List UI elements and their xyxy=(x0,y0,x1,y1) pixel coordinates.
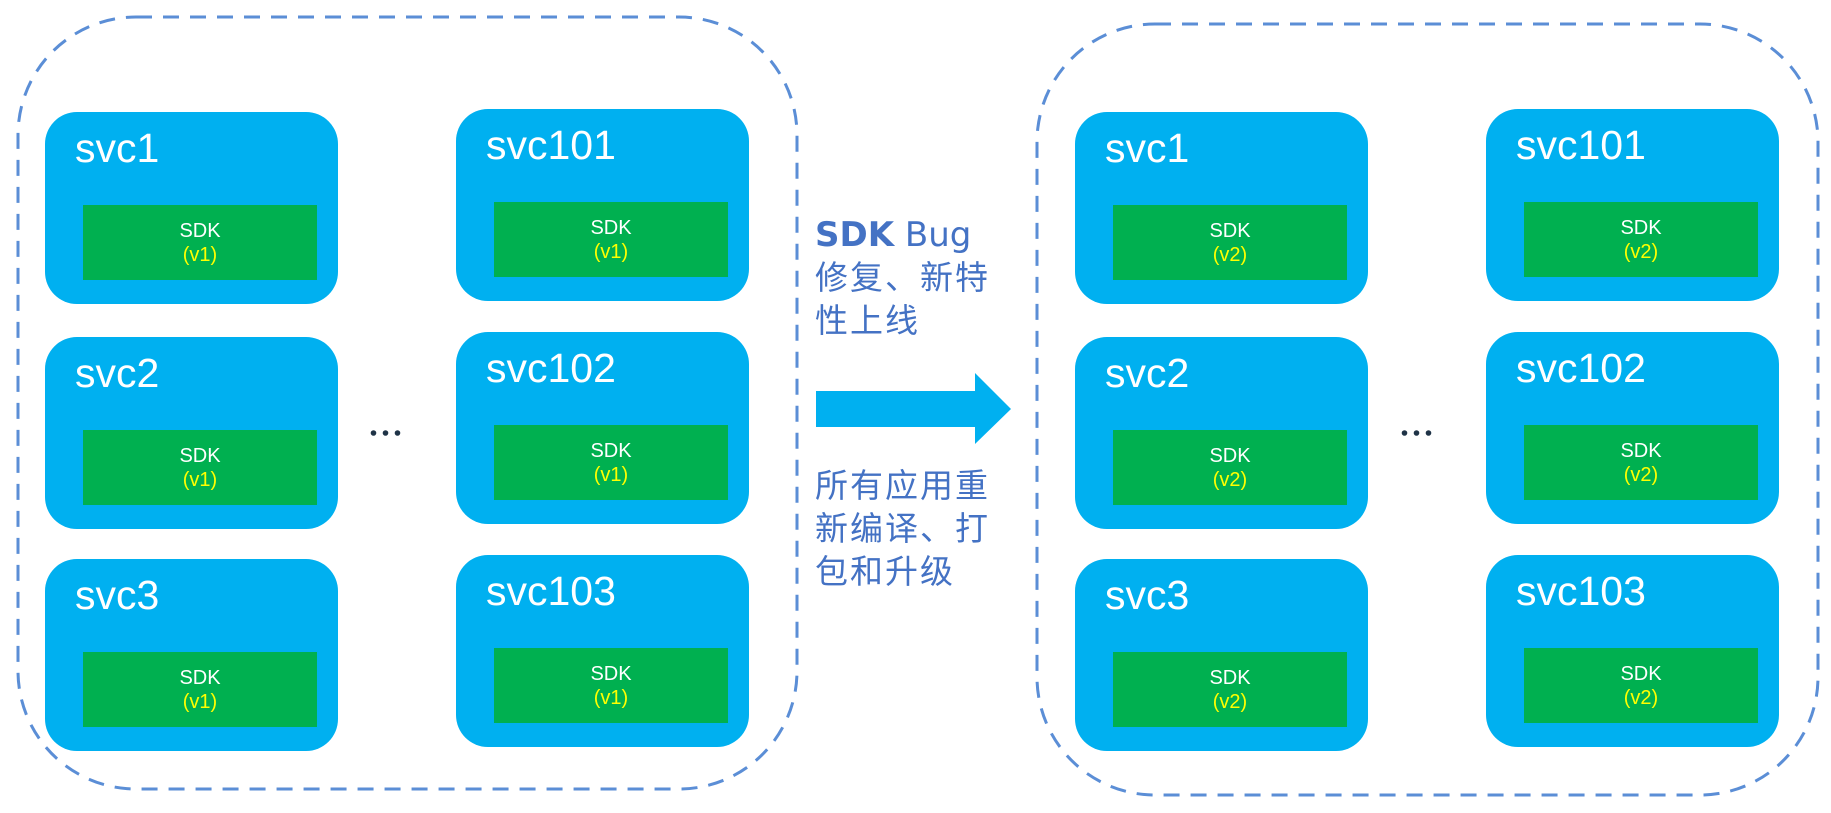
service-name: svc102 xyxy=(486,345,616,391)
sdk-label: SDK xyxy=(1620,216,1662,239)
after-container xyxy=(1035,22,1820,797)
change-title-bold: SDK xyxy=(815,215,895,255)
ellipsis-icon xyxy=(370,430,401,436)
ellipsis-icon xyxy=(1401,430,1432,436)
sdk-label: SDK xyxy=(179,666,221,689)
right-arrow-icon xyxy=(816,373,1011,444)
sdk-version: (v1) xyxy=(182,243,218,266)
sdk-box: SDK (v2) xyxy=(1524,202,1758,277)
ellipsis-before xyxy=(370,418,402,438)
sdk-label: SDK xyxy=(1620,662,1662,685)
service-name: svc101 xyxy=(1516,122,1646,168)
service-name: svc2 xyxy=(75,350,160,396)
service-box-after-svc2: svc2 SDK (v2) xyxy=(1075,337,1368,529)
sdk-box: SDK (v1) xyxy=(83,652,317,727)
sdk-version: (v2) xyxy=(1623,240,1659,263)
sdk-box: SDK (v1) xyxy=(83,430,317,505)
sdk-version: (v1) xyxy=(593,463,629,486)
sdk-box: SDK (v2) xyxy=(1113,430,1347,505)
service-box-after-svc3: svc3 SDK (v2) xyxy=(1075,559,1368,751)
change-title-regular: Bug xyxy=(894,215,972,255)
sdk-box: SDK (v2) xyxy=(1113,652,1347,727)
sdk-version: (v1) xyxy=(593,240,629,263)
sdk-label: SDK xyxy=(1620,439,1662,462)
before-container-border xyxy=(16,15,799,791)
consequence-line: 包和升级 xyxy=(815,552,955,591)
sdk-version: (v2) xyxy=(1212,468,1248,491)
service-name: svc101 xyxy=(486,122,616,168)
sdk-version: (v2) xyxy=(1623,686,1659,709)
service-box-after-svc103: svc103 SDK (v2) xyxy=(1486,555,1779,747)
service-box-before-svc103: svc103 SDK (v1) xyxy=(456,555,749,747)
after-container-border xyxy=(1035,22,1820,797)
sdk-label: SDK xyxy=(1209,444,1251,467)
service-box-before-svc1: svc1 SDK (v1) xyxy=(45,112,338,304)
sdk-version: (v1) xyxy=(593,686,629,709)
before-container xyxy=(16,15,799,791)
change-title: SDK Bug xyxy=(815,214,990,256)
service-box-before-svc101: svc101 SDK (v1) xyxy=(456,109,749,301)
sdk-box: SDK (v2) xyxy=(1113,205,1347,280)
sdk-box: SDK (v1) xyxy=(494,648,728,723)
sdk-label: SDK xyxy=(179,444,221,467)
sdk-label: SDK xyxy=(590,439,632,462)
service-box-before-svc102: svc102 SDK (v1) xyxy=(456,332,749,524)
change-line: 性上线 xyxy=(815,301,920,340)
sdk-box: SDK (v1) xyxy=(494,202,728,277)
service-box-after-svc102: svc102 SDK (v2) xyxy=(1486,332,1779,524)
sdk-box: SDK (v1) xyxy=(494,425,728,500)
service-name: svc103 xyxy=(486,568,616,614)
sdk-label: SDK xyxy=(590,216,632,239)
sdk-version: (v2) xyxy=(1212,243,1248,266)
sdk-label: SDK xyxy=(1209,666,1251,689)
sdk-box: SDK (v1) xyxy=(83,205,317,280)
sdk-box: SDK (v2) xyxy=(1524,648,1758,723)
sdk-label: SDK xyxy=(179,219,221,242)
change-line: 修复、新特 xyxy=(815,258,990,297)
service-box-before-svc3: svc3 SDK (v1) xyxy=(45,559,338,751)
ellipsis-after xyxy=(1401,418,1433,438)
service-name: svc103 xyxy=(1516,568,1646,614)
consequence-line: 新编译、打 xyxy=(815,509,990,548)
service-box-after-svc1: svc1 SDK (v2) xyxy=(1075,112,1368,304)
consequence-description: 所有应用重 新编译、打 包和升级 xyxy=(815,464,990,593)
change-description: SDK Bug 修复、新特 性上线 xyxy=(815,214,990,342)
service-name: svc3 xyxy=(75,572,160,618)
consequence-line: 所有应用重 xyxy=(815,466,990,505)
sdk-version: (v2) xyxy=(1212,690,1248,713)
sdk-version: (v1) xyxy=(182,690,218,713)
sdk-box: SDK (v2) xyxy=(1524,425,1758,500)
service-name: svc102 xyxy=(1516,345,1646,391)
sdk-label: SDK xyxy=(590,662,632,685)
sdk-version: (v2) xyxy=(1623,463,1659,486)
sdk-version: (v1) xyxy=(182,468,218,491)
sdk-label: SDK xyxy=(1209,219,1251,242)
service-name: svc2 xyxy=(1105,350,1190,396)
service-box-after-svc101: svc101 SDK (v2) xyxy=(1486,109,1779,301)
service-name: svc1 xyxy=(75,125,160,171)
service-name: svc3 xyxy=(1105,572,1190,618)
service-box-before-svc2: svc2 SDK (v1) xyxy=(45,337,338,529)
service-name: svc1 xyxy=(1105,125,1190,171)
